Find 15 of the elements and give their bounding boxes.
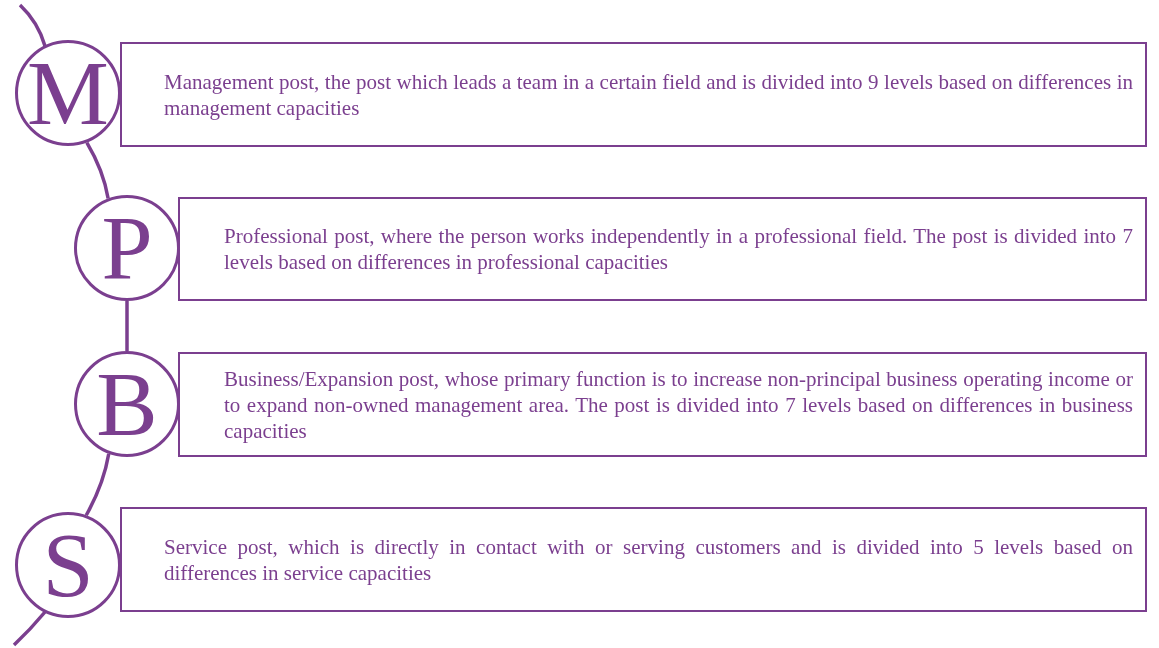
circle-letter: P (101, 202, 153, 294)
description-text: Management post, the post which leads a team in a certain field and is divided into 9 levels based on differences in management capacities (164, 68, 1133, 121)
connector-line (84, 453, 111, 517)
connector-line (85, 141, 110, 199)
circle-letter: M (27, 47, 109, 139)
text-box (178, 352, 1147, 457)
circle-letter: B (96, 358, 158, 450)
description-text: Service post, which is directly in contact with or serving customers and is divided into 5 levels based on differences in service capacities (164, 533, 1133, 586)
text-box (120, 507, 1147, 612)
text-box (120, 42, 1147, 147)
description-text: Business/Expansion post, whose primary function is to increase non-principal business operating income or to expand non-owned management area. The post is divided into 7 levels based on differences in business capacities (224, 365, 1133, 444)
circle-letter: S (42, 519, 94, 611)
description-text: Professional post, where the person works independently in a professional field. The post is divided into 7 levels based on differences in professional capacities (224, 223, 1133, 275)
connector-line (125, 301, 129, 351)
text-box (178, 197, 1147, 301)
